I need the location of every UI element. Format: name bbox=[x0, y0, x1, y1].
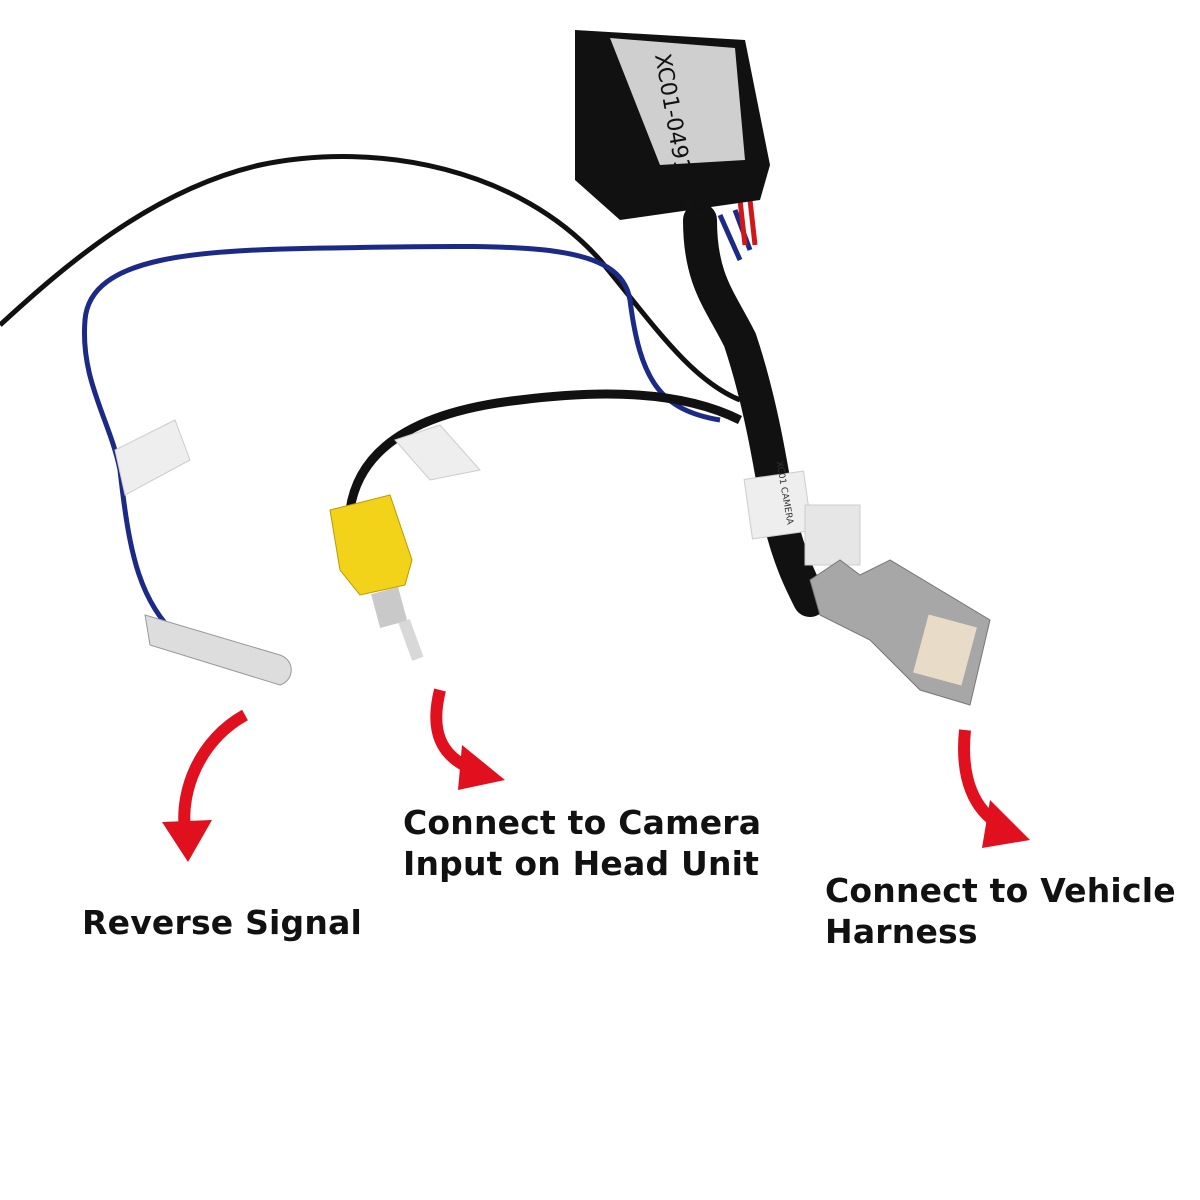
arrow-reverse-signal bbox=[162, 709, 249, 862]
arrow-camera-input bbox=[430, 688, 505, 790]
wire-bundle bbox=[683, 203, 827, 617]
wire-tag-reverse bbox=[114, 419, 191, 496]
wire-tag-harness bbox=[743, 470, 861, 566]
harness-connector bbox=[809, 559, 991, 706]
arrow-vehicle-harness bbox=[958, 729, 1030, 848]
wire-tag-camera bbox=[394, 424, 481, 481]
spade-terminal bbox=[144, 614, 292, 686]
caption-vehicle-harness: Connect to Vehicle Harness bbox=[825, 871, 1176, 951]
caption-camera-input: Connect to Camera Input on Head Unit bbox=[403, 803, 762, 883]
rca-plug bbox=[329, 494, 424, 661]
camera-wire bbox=[345, 389, 743, 511]
interface-module: XC01-0491-AO bbox=[575, 30, 770, 220]
black-wire bbox=[0, 154, 741, 403]
caption-reverse-signal: Reverse Signal bbox=[82, 903, 363, 942]
